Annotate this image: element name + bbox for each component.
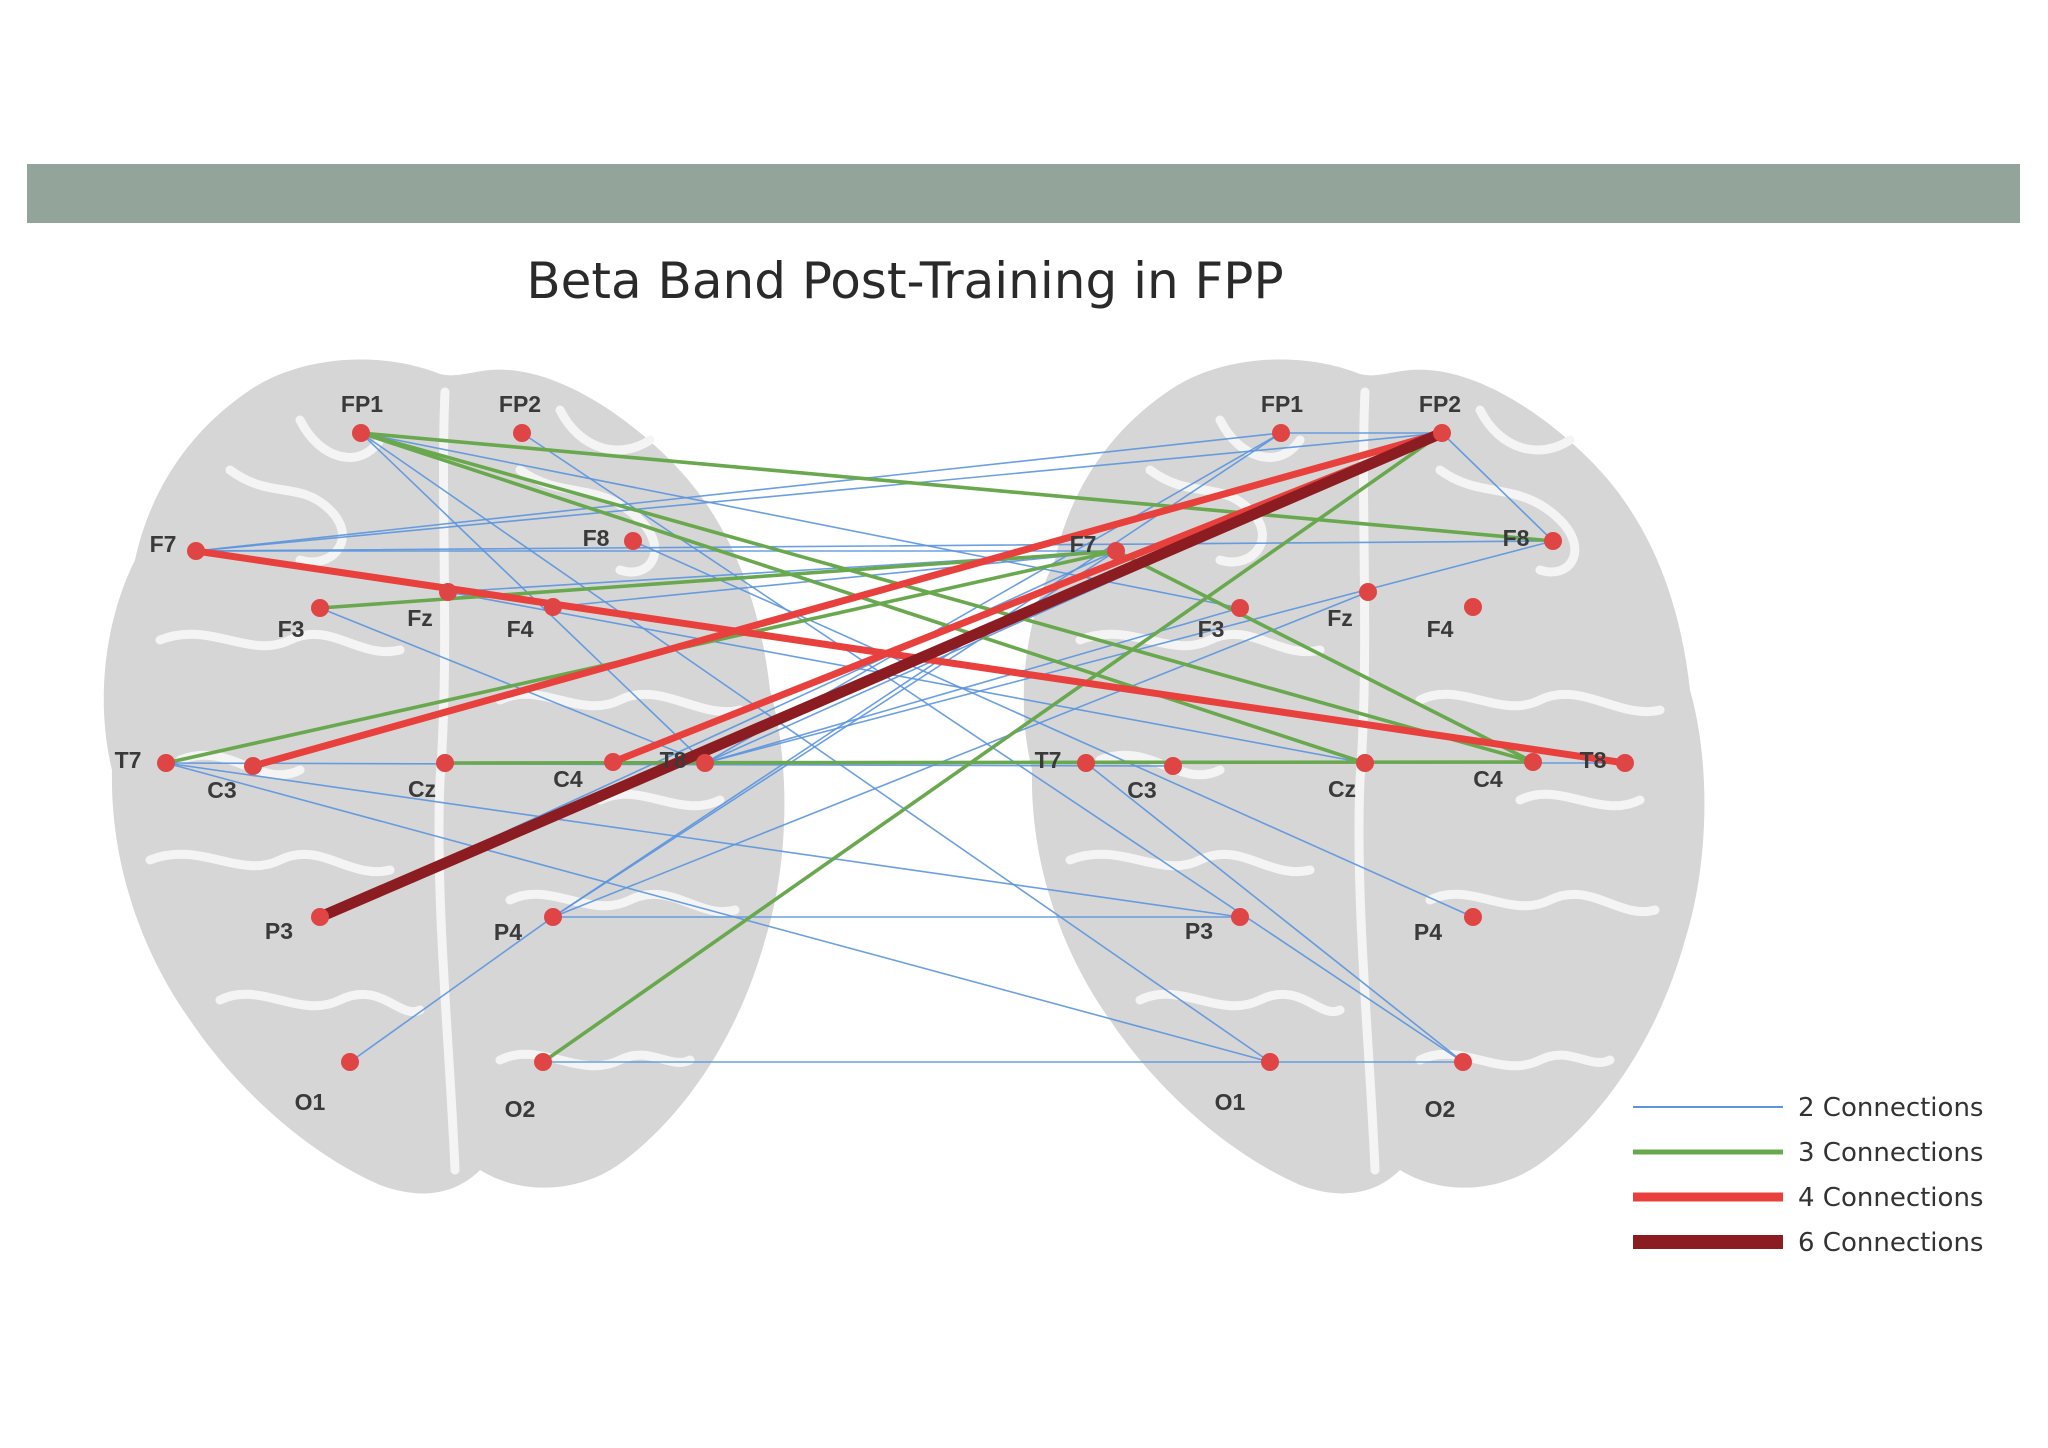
electrode-left-cz	[436, 754, 454, 772]
electrode-label: O1	[1215, 1089, 1246, 1115]
electrode-label: F8	[1503, 525, 1530, 551]
brain-silhouette	[1023, 359, 1705, 1194]
electrode-right-t8	[1616, 754, 1634, 772]
electrode-label: F4	[1427, 616, 1454, 642]
electrode-left-c3	[244, 757, 262, 775]
electrode-left-f8	[624, 532, 642, 550]
electrode-label: T7	[1035, 747, 1062, 773]
electrode-left-fp1	[352, 424, 370, 442]
electrode-label: T8	[1580, 747, 1607, 773]
electrode-right-p4	[1464, 908, 1482, 926]
electrode-left-c4	[604, 753, 622, 771]
connection-line-c6	[314, 427, 1448, 923]
electrode-right-o2	[1454, 1053, 1472, 1071]
connection-line-c3	[359, 431, 1555, 543]
electrode-label: C3	[207, 777, 236, 803]
electrode-right-f4	[1464, 598, 1482, 616]
electrode-label: T7	[115, 747, 142, 773]
legend-label: 6 Connections	[1798, 1228, 1983, 1258]
electrode-left-p3	[311, 908, 329, 926]
electrode-left-t7	[157, 754, 175, 772]
electrode-label: FP1	[341, 391, 383, 417]
connection-line-c2	[195, 432, 1443, 552]
electrode-left-f3	[311, 599, 329, 617]
electrode-label: O1	[295, 1089, 326, 1115]
slide-header-bar	[27, 164, 2020, 223]
electrode-label: P4	[494, 919, 522, 945]
electrode-label: P3	[1185, 918, 1213, 944]
electrode-left-f7	[187, 542, 205, 560]
electrode-label: FP1	[1261, 391, 1303, 417]
electrode-label: FP2	[499, 391, 541, 417]
legend-label: 4 Connections	[1798, 1183, 1983, 1213]
connection-line-c2	[165, 762, 1241, 918]
electrode-label: C4	[1473, 766, 1503, 792]
brain-silhouette	[103, 359, 785, 1194]
connection-line-c2	[165, 762, 1271, 1063]
electrode-right-o1	[1261, 1053, 1279, 1071]
electrode-label: F3	[1198, 616, 1225, 642]
electrode-label: T8	[660, 747, 687, 773]
electrode-right-c3	[1164, 757, 1182, 775]
legend-label: 2 Connections	[1798, 1093, 1983, 1123]
electrode-left-t8	[696, 754, 714, 772]
connection-line-c2	[552, 591, 1369, 918]
electrode-label: C3	[1127, 777, 1156, 803]
electrode-label: P3	[265, 918, 293, 944]
connection-line-c2	[195, 432, 1282, 552]
electrode-right-p3	[1231, 908, 1249, 926]
connection-line-c2	[195, 540, 1554, 552]
electrode-label: P4	[1414, 919, 1442, 945]
electrode-label: C4	[553, 766, 583, 792]
electrode-right-f8	[1544, 532, 1562, 550]
legend-label: 3 Connections	[1798, 1138, 1983, 1168]
electrode-label: FP2	[1419, 391, 1461, 417]
electrode-right-f7	[1107, 542, 1125, 560]
electrode-label: Cz	[408, 776, 436, 802]
electrode-left-fz	[439, 583, 457, 601]
electrode-right-c4	[1524, 753, 1542, 771]
connection-line-c4	[249, 429, 1446, 770]
electrode-label: O2	[505, 1096, 536, 1122]
connection-line-c2	[632, 540, 1474, 918]
connection-line-c3	[443, 760, 1535, 765]
electrode-right-t7	[1077, 754, 1095, 772]
electrode-right-fp1	[1272, 424, 1290, 442]
connection-line-c3	[359, 431, 1535, 764]
connection-line-c2	[704, 607, 1241, 764]
electrode-label: F7	[150, 531, 177, 557]
connection-line-c2	[447, 591, 1366, 764]
electrode-right-fp2	[1433, 424, 1451, 442]
electrode-label: F3	[278, 616, 305, 642]
connection-line-c2	[1085, 762, 1464, 1063]
electrode-left-o2	[534, 1053, 552, 1071]
electrode-label: O2	[1425, 1096, 1456, 1122]
electrode-right-fz	[1359, 583, 1377, 601]
electrode-left-fp2	[513, 424, 531, 442]
electrode-right-f3	[1231, 599, 1249, 617]
electrode-label: Fz	[1327, 605, 1353, 631]
electrode-left-p4	[544, 908, 562, 926]
slide-title: Beta Band Post-Training in FPP	[526, 252, 1284, 310]
connection-line-c2	[349, 916, 554, 1063]
legend: 2 Connections 3 Connections 4 Connections 6…	[1633, 1093, 1983, 1258]
connection-line-c2	[1441, 432, 1554, 542]
electrode-label: F4	[507, 616, 534, 642]
connection-line-c2	[360, 432, 1271, 1063]
electrode-label: Fz	[407, 605, 433, 631]
electrode-left-o1	[341, 1053, 359, 1071]
brain-outlines	[103, 359, 1705, 1194]
connection-line-c2	[552, 550, 1117, 608]
electrode-label: F8	[583, 525, 610, 551]
electrode-label: Cz	[1328, 776, 1356, 802]
electrode-right-cz	[1356, 754, 1374, 772]
connection-line-c3	[1114, 549, 1535, 764]
electrode-label: F7	[1070, 531, 1097, 557]
connection-line-c3	[541, 431, 1444, 1064]
connection-lines	[164, 427, 1629, 1064]
electrode-left-f4	[544, 598, 562, 616]
